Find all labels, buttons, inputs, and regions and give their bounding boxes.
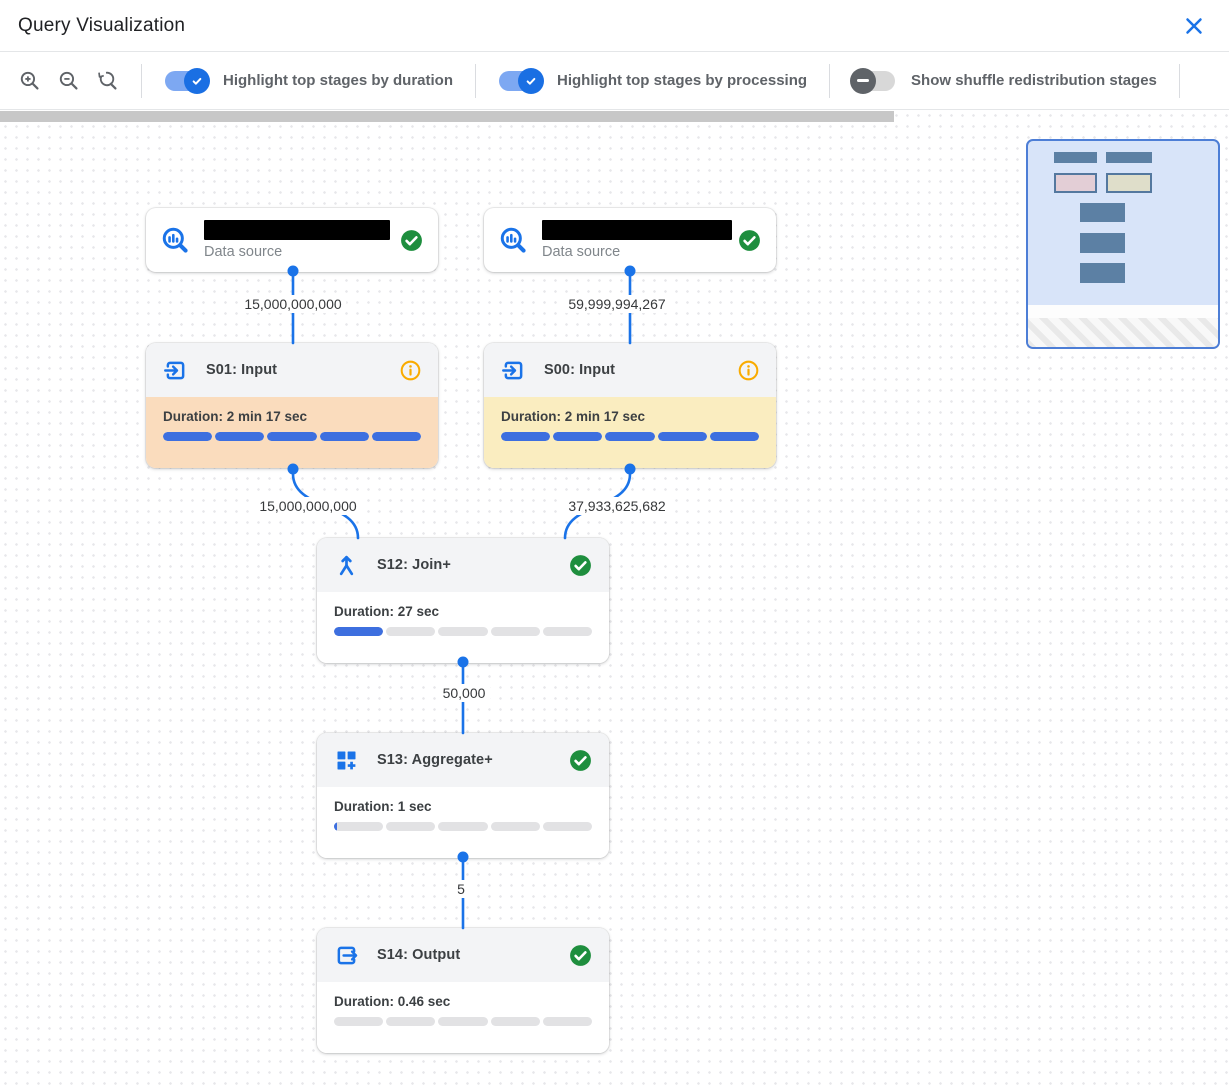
close-icon bbox=[1186, 17, 1202, 34]
zoom-out-button[interactable] bbox=[53, 65, 84, 96]
stage-node-s12[interactable]: S12: Join+ Duration: 27 sec bbox=[317, 538, 609, 663]
redacted-table-name bbox=[204, 220, 390, 240]
duration-progress-bar bbox=[501, 432, 760, 441]
input-icon bbox=[164, 361, 185, 379]
minimap-node-highlight-processing bbox=[1106, 173, 1152, 193]
minimap-node-highlight-duration bbox=[1054, 173, 1097, 193]
toolbar-divider bbox=[829, 63, 831, 98]
toggle-group-shuffle: Show shuffle redistribution stages bbox=[840, 67, 1169, 94]
duration-label: Duration: 27 sec bbox=[334, 604, 440, 619]
highlight-processing-toggle[interactable] bbox=[498, 67, 544, 94]
show-shuffle-toggle[interactable] bbox=[850, 67, 896, 94]
stage-name: S12: Join+ bbox=[377, 557, 451, 573]
page-title: Query Visualization bbox=[18, 14, 186, 36]
duration-progress-bar bbox=[334, 822, 593, 831]
close-button[interactable] bbox=[1177, 9, 1211, 43]
minimap[interactable] bbox=[1026, 139, 1220, 349]
toggle-label-processing: Highlight top stages by processing bbox=[557, 72, 808, 89]
toolbar-divider bbox=[1178, 63, 1180, 98]
duration-label: Duration: 1 sec bbox=[334, 799, 432, 814]
join-icon bbox=[339, 555, 354, 575]
edge-row-count: 59,999,994,267 bbox=[563, 295, 671, 313]
toolbar-divider bbox=[475, 63, 476, 98]
data-source-node-2[interactable]: Data source bbox=[484, 208, 776, 272]
aggregate-icon bbox=[336, 749, 357, 771]
duration-label: Duration: 0.46 sec bbox=[334, 994, 451, 1009]
toggle-group-processing: Highlight top stages by processing bbox=[486, 67, 819, 94]
edge-row-count: 50,000 bbox=[437, 684, 491, 702]
check-circle-icon bbox=[568, 553, 593, 577]
data-source-icon bbox=[160, 225, 191, 256]
check-circle-icon bbox=[737, 228, 762, 252]
zoom-controls bbox=[8, 65, 131, 96]
minimap-gap bbox=[1028, 305, 1218, 318]
edge-row-count: 15,000,000,000 bbox=[239, 295, 347, 313]
stage-name: S13: Aggregate+ bbox=[377, 752, 493, 768]
duration-progress-bar bbox=[334, 627, 593, 636]
highlight-duration-toggle[interactable] bbox=[164, 67, 210, 94]
stage-name: S14: Output bbox=[377, 947, 461, 963]
toggle-label-shuffle: Show shuffle redistribution stages bbox=[911, 72, 1157, 89]
toggle-group-duration: Highlight top stages by duration bbox=[152, 67, 465, 94]
duration-label: Duration: 2 min 17 sec bbox=[501, 409, 646, 424]
data-source-icon bbox=[498, 225, 529, 256]
reset-zoom-button[interactable] bbox=[92, 65, 123, 96]
edge-row-count: 15,000,000,000 bbox=[254, 497, 362, 515]
horizontal-scrollbar[interactable] bbox=[0, 111, 894, 122]
toggle-check-icon bbox=[192, 77, 202, 85]
duration-progress-bar bbox=[334, 1017, 593, 1026]
minimap-node bbox=[1106, 152, 1152, 163]
data-source-label: Data source bbox=[542, 244, 621, 260]
graph-canvas[interactable]: Data source Data source S01: Input Durat… bbox=[0, 110, 1229, 1090]
toolbar: Highlight top stages by duration Highlig… bbox=[0, 52, 1229, 110]
zoom-in-button[interactable] bbox=[14, 65, 45, 96]
data-source-node-1[interactable]: Data source bbox=[146, 208, 438, 272]
minimap-node bbox=[1054, 152, 1097, 163]
reset-zoom-icon bbox=[97, 71, 117, 90]
edge-row-count: 5 bbox=[452, 880, 470, 898]
toggle-minus-icon bbox=[857, 79, 870, 82]
zoom-in-icon bbox=[20, 71, 39, 90]
data-source-label: Data source bbox=[204, 244, 283, 260]
stage-node-s00[interactable]: S00: Input Duration: 2 min 17 sec bbox=[484, 343, 776, 468]
minimap-node bbox=[1080, 263, 1125, 283]
dialog-header: Query Visualization bbox=[0, 0, 1229, 52]
duration-label: Duration: 2 min 17 sec bbox=[163, 409, 308, 424]
stage-node-s14[interactable]: S14: Output Duration: 0.46 sec bbox=[317, 928, 609, 1053]
minimap-node bbox=[1080, 233, 1125, 253]
duration-progress-bar bbox=[163, 432, 422, 441]
input-icon bbox=[502, 361, 523, 379]
zoom-out-icon bbox=[59, 71, 78, 90]
minimap-out-of-bounds bbox=[1028, 318, 1218, 347]
check-circle-icon bbox=[568, 748, 593, 772]
stage-name: S01: Input bbox=[206, 362, 278, 378]
info-circle-icon[interactable] bbox=[737, 359, 760, 382]
info-circle-icon[interactable] bbox=[399, 359, 422, 382]
toggle-label-duration: Highlight top stages by duration bbox=[223, 72, 453, 89]
stage-node-s13[interactable]: S13: Aggregate+ Duration: 1 sec bbox=[317, 733, 609, 858]
toggle-check-icon bbox=[526, 77, 536, 85]
check-circle-icon bbox=[568, 943, 593, 967]
stage-node-s01[interactable]: S01: Input Duration: 2 min 17 sec bbox=[146, 343, 438, 468]
toolbar-divider bbox=[141, 63, 142, 98]
edge-row-count: 37,933,625,682 bbox=[563, 497, 671, 515]
check-circle-icon bbox=[399, 228, 424, 252]
output-icon bbox=[337, 946, 358, 964]
stage-name: S00: Input bbox=[544, 362, 616, 378]
redacted-table-name bbox=[542, 220, 732, 240]
minimap-node bbox=[1080, 203, 1125, 222]
